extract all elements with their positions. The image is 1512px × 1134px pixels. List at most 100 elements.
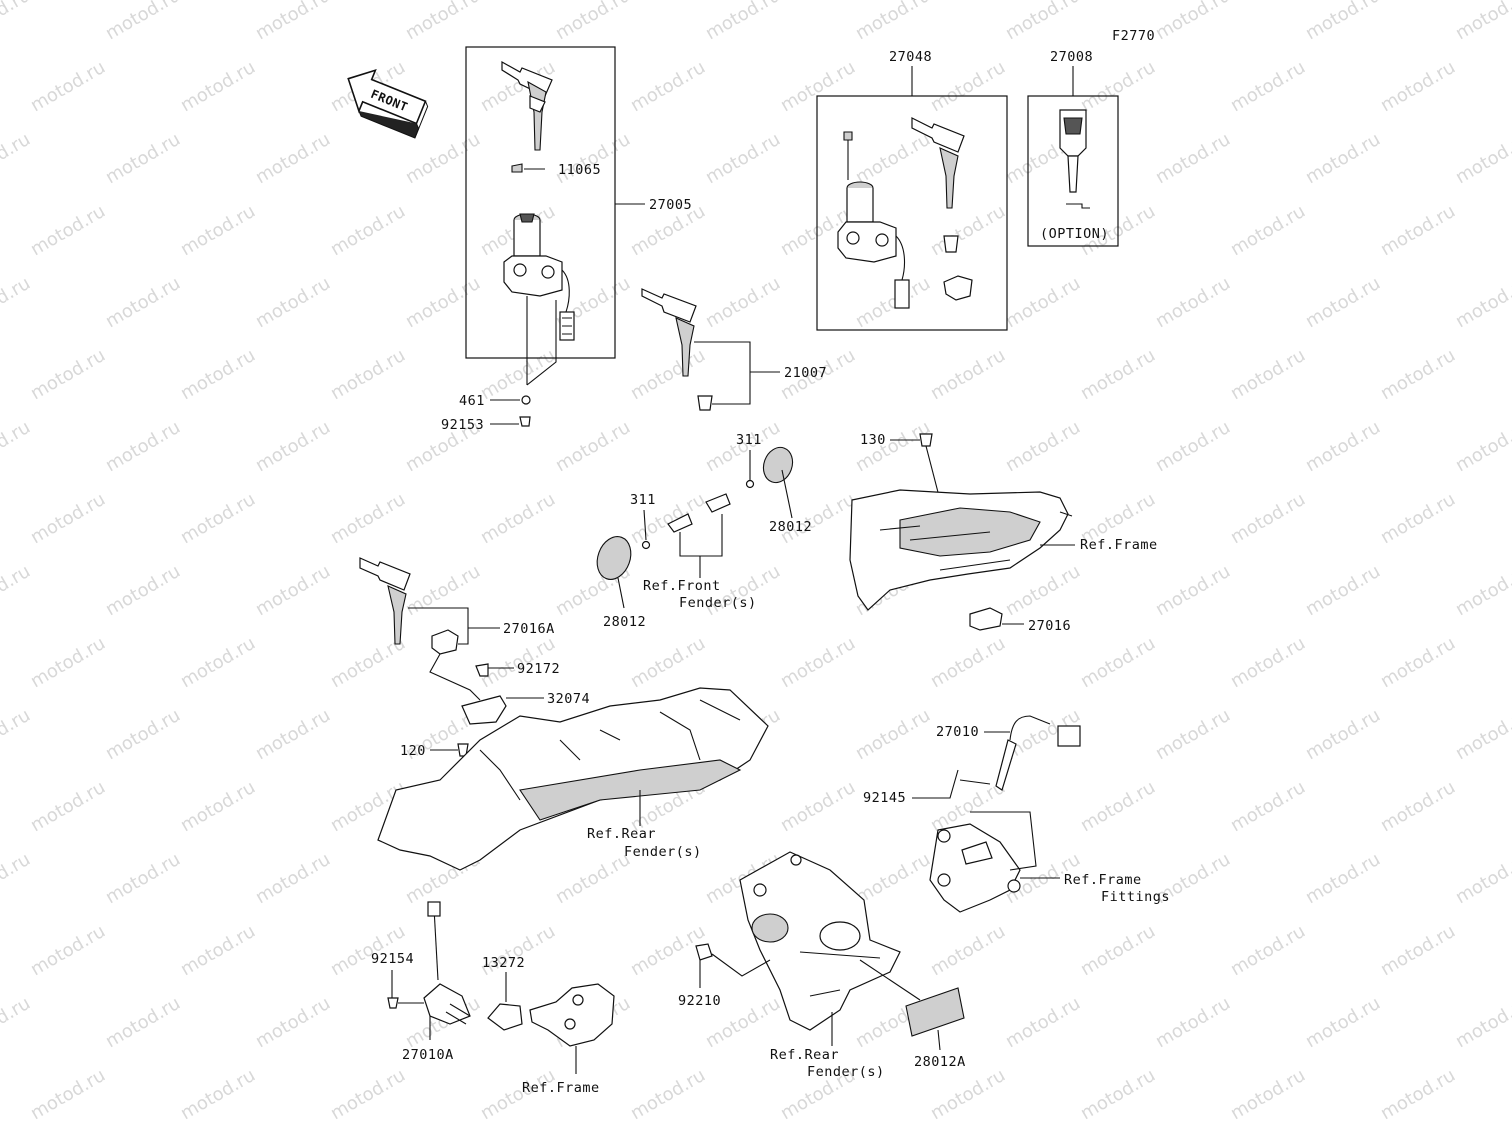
watermark-text: motod.ru [102,0,184,44]
watermark-text: motod.ru [927,201,1009,260]
watermark-text: motod.ru [177,57,259,116]
bolt-130-icon [919,433,933,447]
watermark-text: motod.ru [1227,777,1309,836]
label-ref-rear-fender-1a: Ref.Rear [587,826,656,842]
watermark-text: motod.ru [927,1065,1009,1124]
plate-13272-icon [487,1003,523,1031]
watermark-text: motod.ru [627,633,709,692]
reflector-28012-icon [762,446,794,484]
watermark-text: motod.ru [177,921,259,980]
watermark-text: motod.ru [627,345,709,404]
label-28012-left: 28012 [603,614,646,630]
watermark-text: motod.ru [327,345,409,404]
clip-311-icon [745,479,755,489]
watermark-text: motod.ru [27,633,109,692]
watermark-text: motod.ru [1452,849,1512,908]
bolt-front-icon [705,493,731,513]
label-ref-front-fender-2: Fender(s) [679,595,757,611]
ignition-switch-icon [503,213,575,341]
watermark-text: motod.ru [1077,777,1159,836]
watermark-text: motod.ru [1377,633,1459,692]
watermark-text: motod.ru [927,921,1009,980]
label-ref-frame-top: Ref.Frame [1080,537,1158,553]
watermark-text: motod.ru [1452,417,1512,476]
watermark-text: motod.ru [102,561,184,620]
bolt-rear-icon [667,513,693,533]
watermark-text: motod.ru [1452,993,1512,1052]
watermark-text: motod.ru [1302,993,1384,1052]
label-11065: 11065 [558,162,601,178]
watermark-text: motod.ru [1077,633,1159,692]
kit-box-27008 [1027,95,1119,247]
watermark-text: motod.ru [27,201,109,260]
label-27048: 27048 [889,49,932,65]
watermark-text: motod.ru [177,1065,259,1124]
watermark-text: motod.ru [552,849,634,908]
watermark-text: motod.ru [552,0,634,44]
watermark-text: motod.ru [1452,0,1512,44]
ignition-switch-kit-icon [837,117,973,309]
label-461: 461 [459,393,485,409]
label-ref-frame-fittings-2: Fittings [1101,889,1170,905]
watermark-text: motod.ru [1002,993,1084,1052]
label-ref-rear-fender-2b: Fender(s) [807,1064,885,1080]
watermark-text: motod.ru [1227,345,1309,404]
seat-lock-key-icon [359,557,459,655]
label-130: 130 [860,432,886,448]
label-311-top: 311 [736,432,762,448]
watermark-text: motod.ru [27,1065,109,1124]
watermark-text: motod.ru [102,129,184,188]
sensor-27010A-icon [423,901,471,1025]
rear-fender-section-icon [377,687,769,871]
ignition-key-icon [501,60,553,151]
watermark-text: motod.ru [327,1065,409,1124]
watermark-text: motod.ru [927,633,1009,692]
washer-461-icon [521,395,531,405]
watermark-text: motod.ru [702,129,784,188]
label-option: (OPTION) [1040,226,1109,242]
cable-32074-icon [461,695,507,725]
watermark-text: motod.ru [852,273,934,332]
watermark-text: motod.ru [477,489,559,548]
watermark-text: motod.ru [627,1065,709,1124]
watermark-text: motod.ru [777,633,859,692]
watermark-text: motod.ru [1152,273,1234,332]
label-92154: 92154 [371,951,414,967]
watermark-text: motod.ru [1302,0,1384,44]
watermark-text: motod.ru [177,489,259,548]
watermark-text: motod.ru [1227,1065,1309,1124]
watermark-text: motod.ru [627,57,709,116]
watermark-text: motod.ru [1302,417,1384,476]
watermark-text: motod.ru [102,993,184,1052]
watermark-text: motod.ru [252,993,334,1052]
watermark-text: motod.ru [252,129,334,188]
watermark-text: motod.ru [27,777,109,836]
watermark-text: motod.ru [177,201,259,260]
label-27010: 27010 [936,724,979,740]
watermark-text: motod.ru [1302,849,1384,908]
watermark-text: motod.ru [1002,0,1084,44]
frame-bracket-icon [529,983,615,1047]
watermark-text: motod.ru [1077,1065,1159,1124]
label-13272: 13272 [482,955,525,971]
label-28012-right: 28012 [769,519,812,535]
cap-11065-icon [511,163,523,173]
watermark-text: motod.ru [102,705,184,764]
nut-92210-icon [695,943,713,961]
watermark-text: motod.ru [0,273,34,332]
label-ref-frame-fittings-1: Ref.Frame [1064,872,1142,888]
watermark-text: motod.ru [27,489,109,548]
watermark-text: motod.ru [252,273,334,332]
label-ref-rear-fender-2a: Ref.Rear [770,1047,839,1063]
label-27010A: 27010A [402,1047,454,1063]
clip-311-left-icon [641,540,651,550]
watermark-text: motod.ru [252,561,334,620]
watermark-text: motod.ru [1377,57,1459,116]
label-27008: 27008 [1050,49,1093,65]
watermark-text: motod.ru [477,921,559,980]
screw-92172-icon [475,663,489,677]
bolt-92153-icon [519,416,531,427]
watermark-text: motod.ru [852,0,934,44]
watermark-text: motod.ru [1377,201,1459,260]
